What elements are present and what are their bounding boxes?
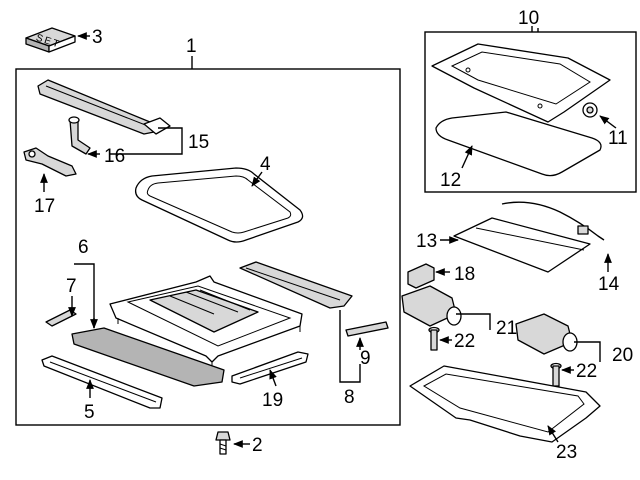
glass-panel [435, 111, 602, 177]
callout-8: 8 [344, 387, 355, 408]
callout-18: 18 [454, 264, 475, 285]
assembly-box-10 [424, 31, 637, 193]
screw-shade-motor [550, 362, 562, 387]
callout-1: 1 [186, 36, 197, 57]
glass-seal [134, 167, 304, 243]
callout-labels: 1 2 3 4 5 6 7 8 9 10 11 12 13 14 15 16 1… [34, 8, 633, 463]
grommet [582, 102, 598, 118]
callout-10: 10 [518, 8, 539, 29]
control-switch [407, 263, 435, 289]
rear-guide-rail [231, 351, 309, 385]
drain-cable [501, 201, 605, 241]
callout-7: 7 [66, 276, 77, 297]
callout-13: 13 [416, 231, 437, 252]
shade-motor [515, 313, 578, 355]
drain-hose [68, 116, 91, 155]
side-trim-strip [345, 321, 389, 337]
callout-9: 9 [360, 348, 371, 369]
sunroof-motor [401, 285, 462, 327]
callout-12: 12 [440, 170, 461, 191]
rear-trim-panel [239, 261, 353, 309]
callout-4: 4 [260, 154, 271, 175]
callout-19: 19 [262, 390, 283, 411]
cable-bracket [23, 147, 77, 177]
bolt [215, 431, 231, 455]
callout-16: 16 [104, 146, 125, 167]
roof-frame-assembly [431, 43, 611, 123]
sunshade [453, 217, 591, 273]
guide-rail [41, 355, 163, 409]
repair-kit-box: SET [25, 27, 76, 53]
drain-tray [409, 365, 601, 443]
callout-21: 21 [496, 318, 517, 339]
wind-deflector [37, 79, 171, 135]
callout-23: 23 [556, 442, 577, 463]
callout-2: 2 [252, 435, 263, 456]
screw-motor [428, 326, 440, 351]
assembly-box-1 [15, 68, 401, 426]
sunroof-frame [109, 275, 303, 368]
callout-11: 11 [608, 128, 628, 149]
callout-20: 20 [612, 345, 633, 366]
callout-14: 14 [598, 274, 620, 295]
callout-6: 6 [78, 237, 89, 258]
front-panel [71, 327, 225, 387]
callout-22b: 22 [576, 361, 597, 382]
callout-22a: 22 [454, 331, 475, 352]
callout-5: 5 [84, 402, 95, 423]
callout-15: 15 [188, 132, 209, 153]
callout-3: 3 [92, 27, 103, 48]
callout-17: 17 [34, 196, 55, 217]
callout-lines [40, 26, 617, 448]
